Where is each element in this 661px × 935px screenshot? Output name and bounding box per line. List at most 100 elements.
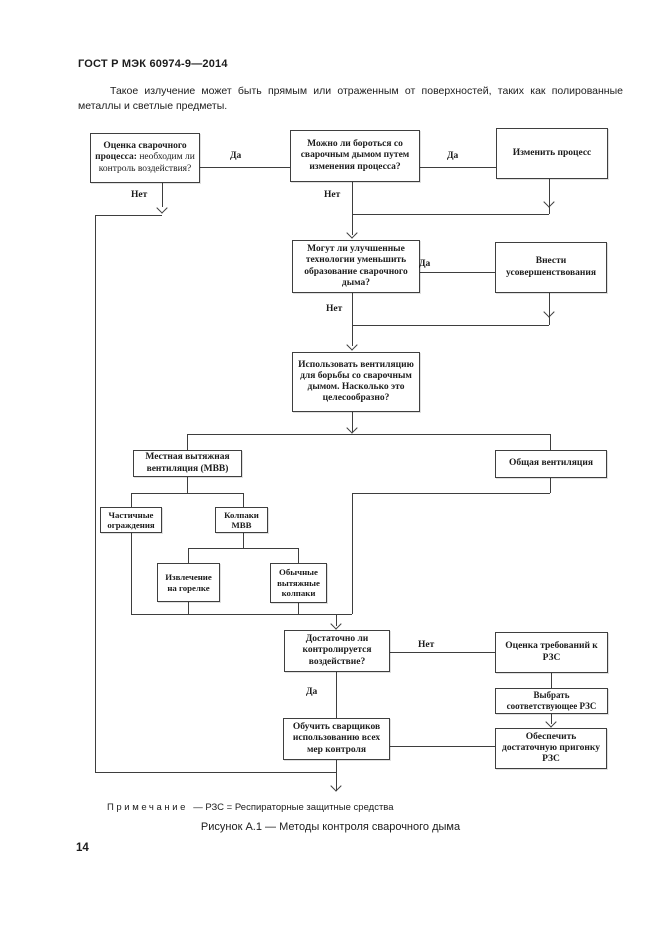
document-header: ГОСТ Р МЭК 60974-9—2014 xyxy=(78,58,228,70)
flow-line xyxy=(131,493,243,494)
flow-box-local-exhaust-ventilation: Местная вытяжная вентиляция (МВВ) xyxy=(133,450,242,477)
flow-line xyxy=(352,325,549,326)
arrow-down-icon xyxy=(330,618,342,630)
flow-line xyxy=(390,746,495,747)
flow-line xyxy=(336,614,337,626)
flow-box-rpe-requirements: Оценка требований к РЗС xyxy=(495,632,608,673)
flow-box-change-process: Изменить процесс xyxy=(496,128,608,179)
flow-line xyxy=(551,673,552,688)
box-text: Могут ли улучшенные технологии уменьшить… xyxy=(304,244,408,288)
flow-line xyxy=(131,614,352,615)
label-no: Нет xyxy=(324,190,341,200)
arrow-down-icon xyxy=(346,339,358,351)
flow-line xyxy=(243,533,244,548)
flow-line xyxy=(420,272,495,273)
flow-box-torch-extraction: Извлечение на горелке xyxy=(157,563,220,602)
arrow-down-icon xyxy=(545,716,557,728)
flow-line xyxy=(298,548,299,563)
flow-line xyxy=(352,493,550,494)
flow-line xyxy=(95,215,162,216)
flow-box-assess-process: Оценка сварочного процесса: необходим ли… xyxy=(90,133,200,183)
flow-line xyxy=(200,167,290,168)
flow-line xyxy=(551,713,552,724)
flow-line xyxy=(188,548,189,563)
label-yes: Да xyxy=(419,259,431,269)
label-yes: Да xyxy=(230,151,242,161)
figure-note: Примечание — РЗС = Респираторные защитны… xyxy=(107,802,394,813)
flow-line xyxy=(352,182,353,235)
box-text: Выбрать соответствующее РЗС xyxy=(506,690,597,711)
arrow-down-icon xyxy=(330,780,342,792)
box-text-bold: Оценка сварочного процесса: xyxy=(95,141,187,163)
flow-line xyxy=(549,293,550,325)
box-text: Обучить сварщиков использованию всех мер… xyxy=(292,722,381,755)
flow-line xyxy=(352,214,549,215)
flow-box-exposure-controlled-question: Достаточно ли контролируется воздействие… xyxy=(284,630,390,672)
box-text: Обеспечить достаточную пригонку РЗС xyxy=(502,731,600,765)
flow-box-ventilation-question: Использовать вентиляцию для борьбы со св… xyxy=(292,352,420,412)
flow-line xyxy=(162,183,163,207)
box-text: Использовать вентиляцию для борьбы со св… xyxy=(298,359,414,404)
flow-box-partial-enclosures: Частичные ограждения xyxy=(100,507,162,533)
flow-box-rpe-fit: Обеспечить достаточную пригонку РЗС xyxy=(495,728,607,769)
box-text-regular: необходим ли контроль воздействия? xyxy=(98,152,195,174)
flow-line xyxy=(131,533,132,614)
flow-line xyxy=(187,434,188,450)
flow-line xyxy=(187,477,188,493)
box-text: Достаточно ли контролируется воздействие… xyxy=(302,634,372,667)
arrow-down-icon xyxy=(156,202,168,214)
flow-box-lev-hoods: Колпаки МВВ xyxy=(215,507,268,533)
flow-line xyxy=(352,493,353,614)
flow-box-process-change-question: Можно ли бороться со сварочным дымом пут… xyxy=(290,130,420,182)
flow-line xyxy=(336,760,337,791)
note-text: — РЗС = Респираторные защитные средства xyxy=(193,802,394,813)
flow-line xyxy=(188,602,189,614)
label-no: Нет xyxy=(131,190,148,200)
box-text: Оценка сварочного процесса: необходим ли… xyxy=(94,141,196,175)
flow-line xyxy=(352,293,353,346)
flow-line xyxy=(188,548,298,549)
flow-box-make-improvements: Внести усовершенствования xyxy=(495,242,607,293)
label-no: Нет xyxy=(418,640,435,650)
flow-box-general-ventilation: Общая вентиляция xyxy=(495,450,607,478)
flow-line xyxy=(549,179,550,214)
box-text: Общая вентиляция xyxy=(509,458,593,469)
intro-paragraph: Такое излучение может быть прямым или от… xyxy=(78,85,623,113)
page-number: 14 xyxy=(76,842,89,854)
flow-line xyxy=(420,167,496,168)
box-text: Можно ли бороться со сварочным дымом пут… xyxy=(300,139,410,172)
flow-line xyxy=(95,215,96,772)
arrow-down-icon xyxy=(543,196,555,208)
box-text: Местная вытяжная вентиляция (МВВ) xyxy=(145,452,230,474)
arrow-down-icon xyxy=(543,306,555,318)
flow-line xyxy=(550,434,551,450)
flow-line xyxy=(352,412,353,432)
flow-box-select-rpe: Выбрать соответствующее РЗС xyxy=(495,688,608,714)
flow-line xyxy=(550,478,551,493)
flow-box-train-welders: Обучить сварщиков использованию всех мер… xyxy=(283,718,390,760)
flow-line xyxy=(243,493,244,507)
figure-caption: Рисунок А.1 — Методы контроля сварочного… xyxy=(200,821,461,833)
label-no: Нет xyxy=(326,304,343,314)
flow-box-conventional-hoods: Обычные вытяжные колпаки xyxy=(270,563,327,603)
box-text: Внести усовершенствования xyxy=(506,256,596,278)
label-yes: Да xyxy=(306,687,318,697)
box-text: Оценка требований к РЗС xyxy=(505,641,598,663)
arrow-down-icon xyxy=(346,422,358,434)
box-text: Частичные ограждения xyxy=(107,509,155,530)
flow-line xyxy=(131,493,132,507)
arrow-down-icon xyxy=(346,227,358,239)
box-text: Обычные вытяжные колпаки xyxy=(277,567,320,599)
box-text: Колпаки МВВ xyxy=(224,509,259,530)
label-yes: Да xyxy=(447,151,459,161)
note-label: Примечание xyxy=(107,802,188,813)
flow-line xyxy=(336,672,337,718)
box-text: Изменить процесс xyxy=(512,147,592,158)
box-text: Извлечение на горелке xyxy=(165,572,212,593)
flow-line xyxy=(298,603,299,614)
flow-line xyxy=(390,652,495,653)
flow-line xyxy=(187,434,550,435)
flow-line xyxy=(95,772,336,773)
